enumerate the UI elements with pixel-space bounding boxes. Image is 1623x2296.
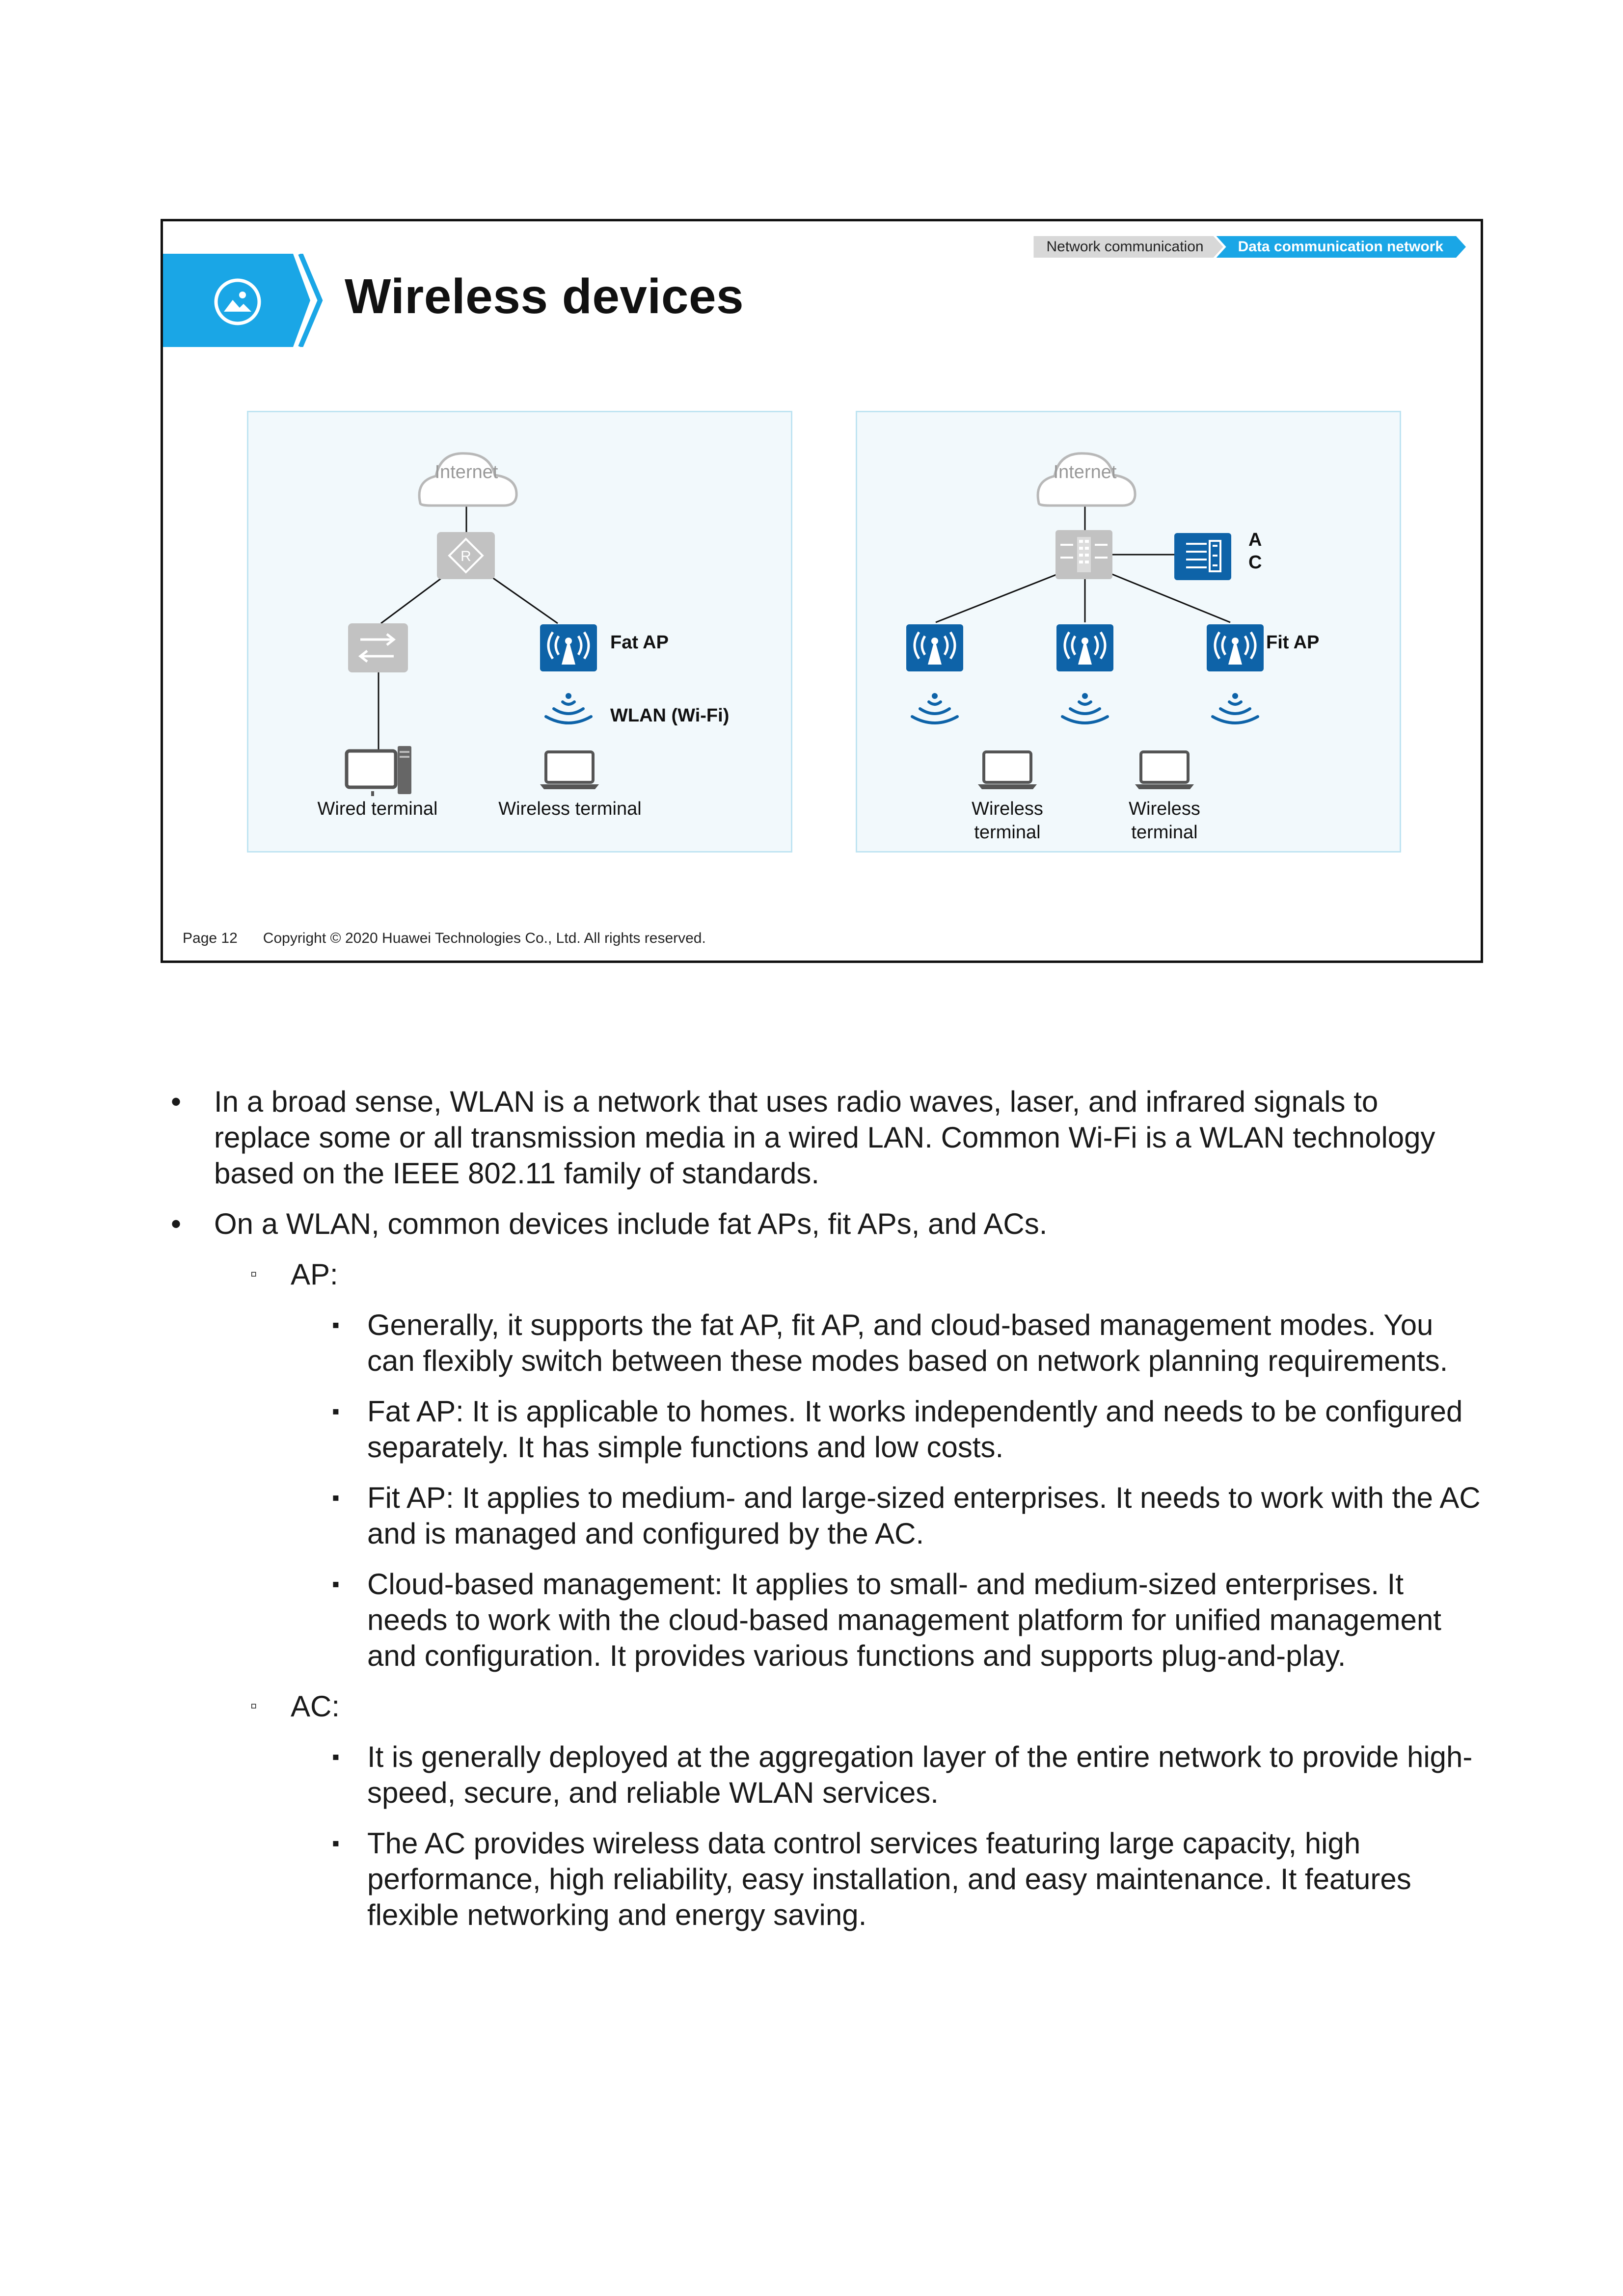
wireless-terminal-a-line1: Wireless: [972, 799, 1043, 819]
wireless-terminal-label: Wireless terminal: [498, 799, 641, 819]
note-wlan-devices: On a WLAN, common devices include fat AP…: [167, 1206, 1483, 1242]
switch-icon: [348, 623, 408, 672]
internet-cloud-icon: Internet: [418, 452, 518, 507]
note-ap-item: Fat AP: It is applicable to homes. It wo…: [167, 1393, 1483, 1465]
copyright: Copyright © 2020 Huawei Technologies Co.…: [263, 930, 706, 946]
wireless-terminal-b-line2: terminal: [1131, 822, 1197, 843]
page-number: Page 12: [183, 930, 238, 946]
wifi-signal-icon: [911, 693, 1259, 724]
title-chevron: [298, 254, 323, 347]
breadcrumb: Network communication Data communication…: [1033, 236, 1466, 258]
fat-ap-label: Fat AP: [610, 632, 669, 653]
fat-ap-icon: [540, 624, 597, 671]
desktop-computer-icon: [345, 746, 411, 796]
breadcrumb-item-network-communication[interactable]: Network communication: [1033, 236, 1223, 258]
wireless-terminal-a-line2: terminal: [974, 822, 1040, 843]
image-icon: [214, 278, 261, 325]
note-wlan-definition: In a broad sense, WLAN is a network that…: [167, 1084, 1483, 1191]
fit-ap-icon-2: [1056, 624, 1113, 671]
laptop-icon: [978, 750, 1194, 789]
ac-label-line1: A: [1248, 530, 1262, 550]
note-ap-heading: AP:: [167, 1256, 1483, 1292]
slide-title: Wireless devices: [345, 269, 744, 324]
ac-label-line2: C: [1248, 552, 1262, 573]
note-ac-item: The AC provides wireless data control se…: [167, 1825, 1483, 1933]
cloud-label: Internet: [1054, 462, 1117, 482]
cloud-label: Internet: [435, 462, 498, 482]
note-ac-heading: AC:: [167, 1688, 1483, 1724]
aggregation-switch-icon: [1055, 530, 1112, 579]
router-icon: R: [437, 532, 495, 579]
access-controller-icon: [1174, 533, 1231, 580]
wlan-label: WLAN (Wi-Fi): [610, 705, 729, 726]
note-ap-item: Cloud-based management: It applies to sm…: [167, 1566, 1483, 1674]
wifi-signal-icon: [544, 693, 593, 724]
notes: In a broad sense, WLAN is a network that…: [167, 1084, 1483, 1948]
fit-ap-icon-1: [906, 624, 963, 671]
breadcrumb-item-data-communication-network[interactable]: Data communication network: [1217, 236, 1466, 258]
wired-terminal-label: Wired terminal: [318, 799, 438, 819]
note-ap-item: Generally, it supports the fat AP, fit A…: [167, 1307, 1483, 1379]
fit-ap-icon-3: [1207, 624, 1264, 671]
fit-ap-label: Fit AP: [1266, 632, 1319, 653]
fat-ap-diagram: Internet R: [247, 411, 792, 853]
fit-ap-diagram: Internet: [856, 411, 1401, 853]
wireless-terminal-b-line1: Wireless: [1129, 799, 1200, 819]
internet-cloud-icon: Internet: [1036, 452, 1136, 507]
slide-footer: Page 12 Copyright © 2020 Huawei Technolog…: [183, 930, 706, 947]
laptop-icon: [540, 750, 599, 789]
note-ap-item: Fit AP: It applies to medium- and large-…: [167, 1480, 1483, 1551]
title-band: [163, 254, 310, 347]
svg-text:R: R: [460, 548, 471, 564]
note-ac-item: It is generally deployed at the aggregat…: [167, 1739, 1483, 1811]
slide: Network communication Data communication…: [161, 219, 1483, 963]
